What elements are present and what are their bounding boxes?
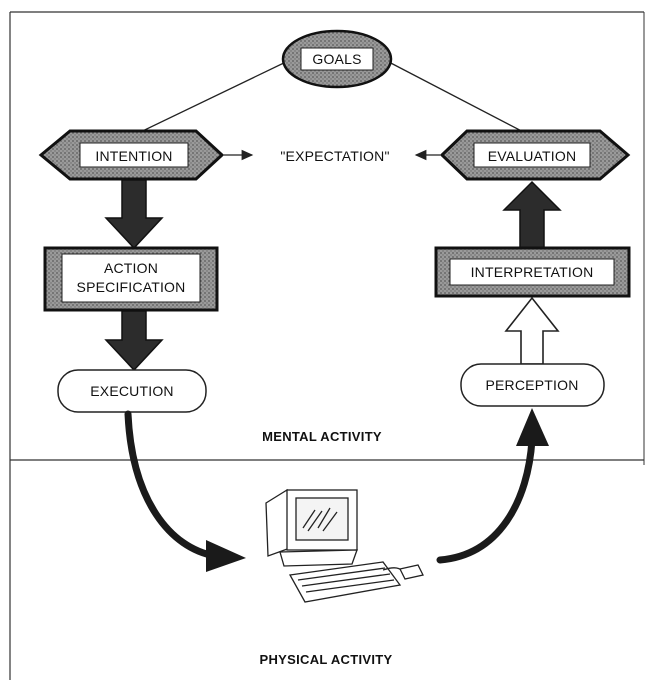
intention-label: INTENTION: [95, 148, 172, 164]
mental-activity-label: MENTAL ACTIVITY: [262, 429, 382, 444]
physical-activity-label: PHYSICAL ACTIVITY: [260, 652, 393, 667]
goals-to-intention-line: [127, 59, 291, 139]
execution-node: EXECUTION: [57, 369, 207, 413]
execution-label: EXECUTION: [90, 383, 173, 399]
goals-node: GOALS: [281, 29, 393, 89]
action-spec-label-line2: SPECIFICATION: [77, 279, 186, 295]
action-specification-node: ACTION SPECIFICATION: [43, 246, 219, 312]
computer-icon: [265, 488, 424, 603]
perception-to-interpretation-arrow: [504, 296, 560, 365]
action-spec-label-line1: ACTION: [104, 260, 158, 276]
intention-node: INTENTION: [38, 129, 225, 181]
interpretation-node: INTERPRETATION: [434, 246, 631, 298]
intention-to-action-arrow: [104, 179, 164, 250]
diagram-frame: [9, 11, 645, 680]
execution-to-computer-arrow: [124, 410, 246, 572]
interpretation-to-evaluation-arrow: [502, 180, 562, 249]
interpretation-label: INTERPRETATION: [471, 264, 594, 280]
perception-label: PERCEPTION: [485, 377, 578, 393]
goals-label: GOALS: [312, 51, 361, 67]
evaluation-node: EVALUATION: [439, 129, 631, 181]
evaluation-label: EVALUATION: [488, 148, 577, 164]
expectation-label: "EXPECTATION": [280, 148, 389, 164]
computer-to-perception-arrow: [436, 408, 549, 564]
action-to-execution-arrow: [104, 310, 164, 372]
goals-to-evaluation-line: [384, 59, 536, 139]
perception-node: PERCEPTION: [460, 363, 605, 407]
